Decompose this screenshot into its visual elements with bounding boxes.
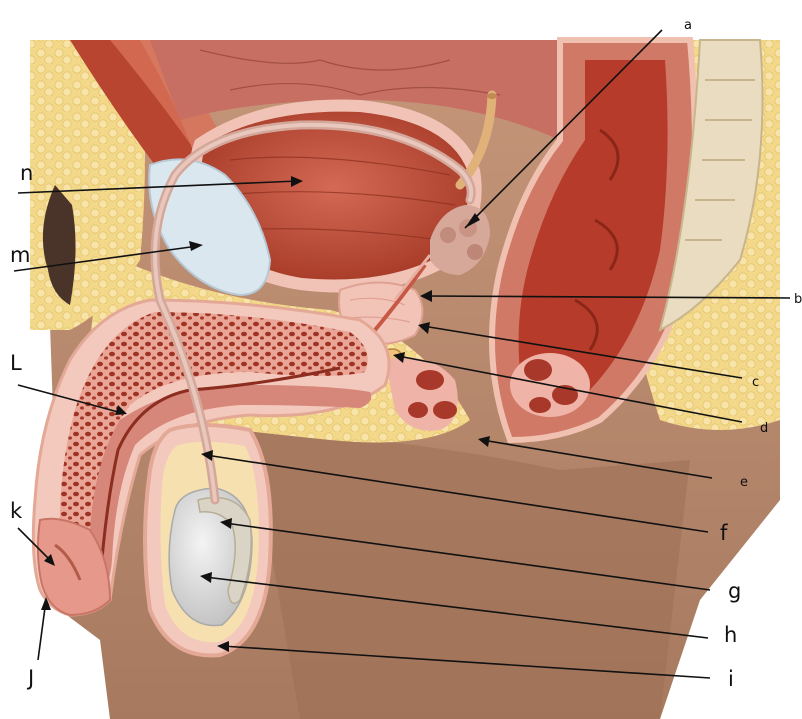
label-g: g	[728, 579, 741, 603]
label-k: k	[10, 499, 23, 523]
label-n: n	[20, 161, 33, 185]
label-J: J	[26, 666, 34, 690]
label-f: f	[720, 521, 728, 545]
label-L: L	[10, 351, 22, 375]
label-c: c	[752, 375, 759, 390]
label-e: e	[740, 475, 748, 490]
label-m: m	[10, 243, 30, 267]
label-d: d	[760, 421, 768, 436]
label-i: i	[728, 667, 734, 691]
label-h: h	[724, 623, 737, 647]
label-b: b	[794, 292, 802, 307]
label-a: a	[684, 18, 692, 33]
